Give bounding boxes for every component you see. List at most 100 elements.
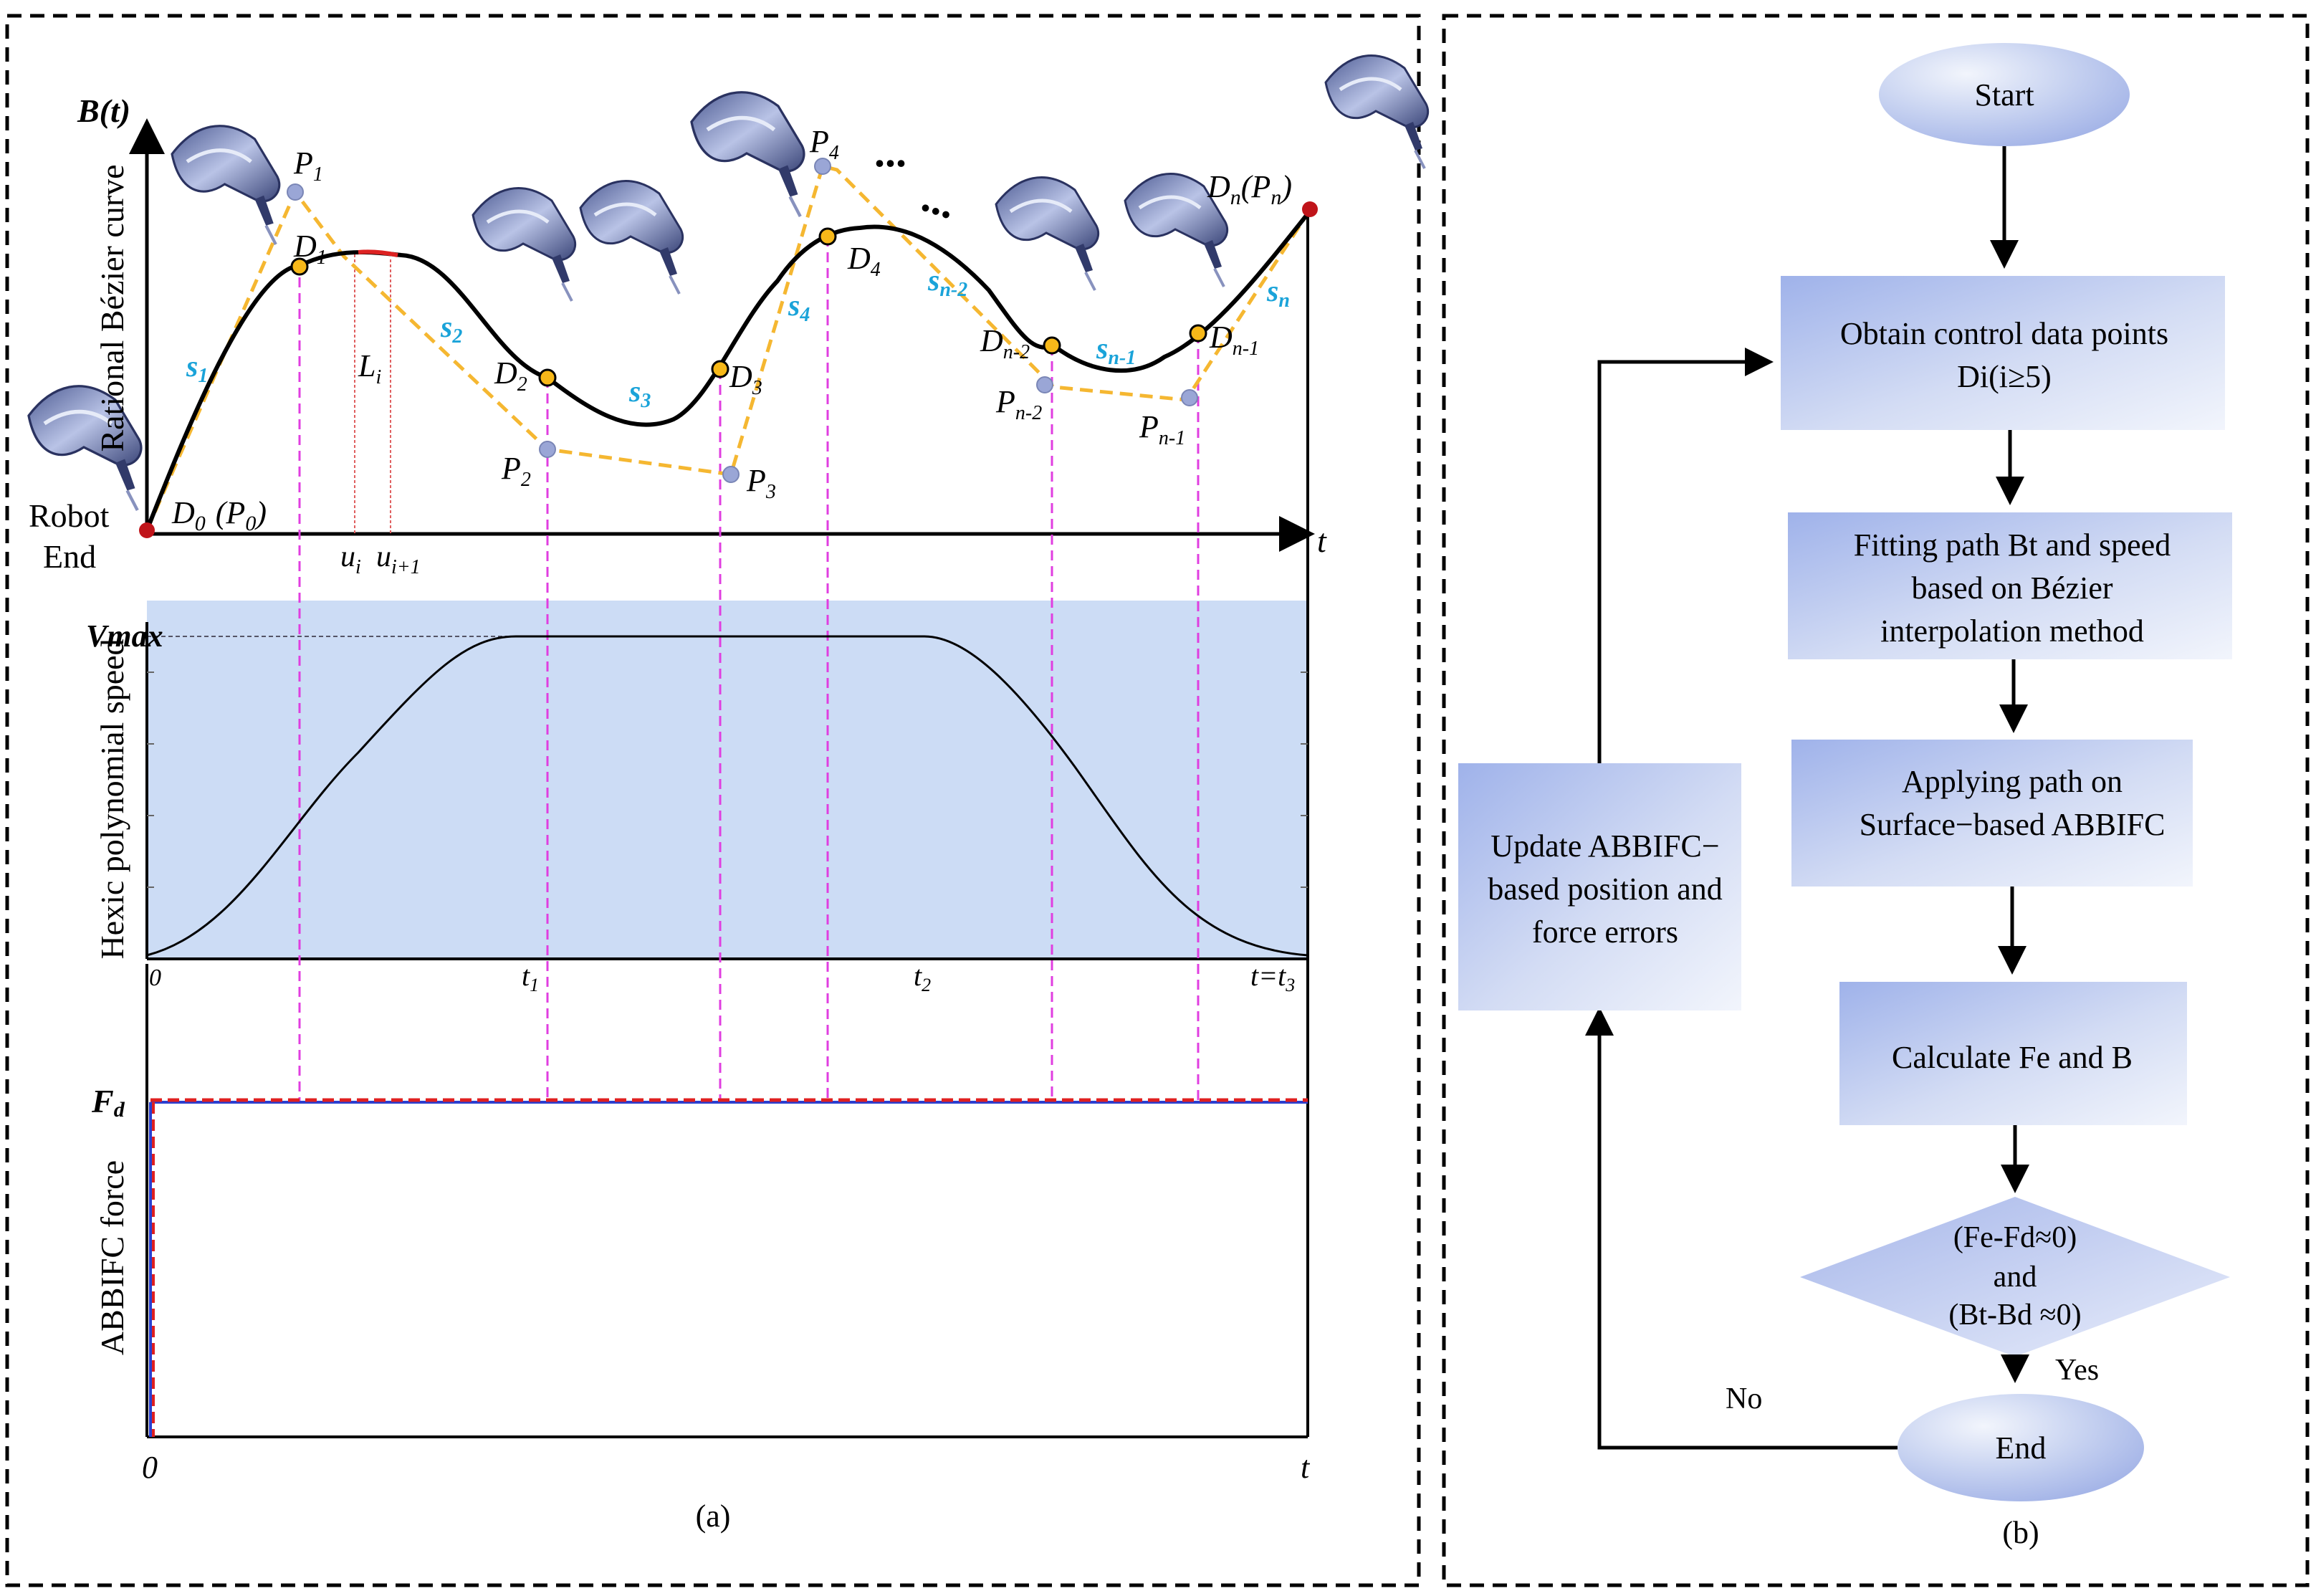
step1-box [1781, 276, 2225, 430]
label-pn-2: Pn-2 [995, 384, 1042, 424]
robot-arm-image [580, 181, 683, 294]
update-box [1458, 763, 1741, 1010]
step2-label-2: based on Bézier [1912, 570, 2113, 606]
control-point-pn-1 [1181, 389, 1198, 406]
label-p3: P3 [746, 463, 776, 503]
label-sn: sn [1266, 275, 1290, 312]
speed-profile-curve [146, 635, 1308, 957]
control-point-p1 [287, 183, 304, 201]
control-point-labels: P1 P2 P3 P4 Pn-2 Pn-1 [293, 124, 1185, 503]
no-label: No [1726, 1382, 1762, 1415]
label-p1: P1 [293, 145, 323, 186]
data-point-d2 [538, 368, 557, 387]
data-point-markers [290, 227, 1207, 387]
step1-label-2: Di(i≥5) [1957, 359, 2052, 394]
ui1-label: ui+1 [376, 540, 421, 578]
decision-diamond [1800, 1197, 2230, 1357]
step4-label: Calculate Fe and B [1892, 1040, 2133, 1075]
update-label: Update ABBIFC− [1490, 828, 1719, 864]
step3-label-2: Surface−based ABBIFC [1860, 807, 2166, 842]
step2-label-3: interpolation method [1880, 613, 2144, 649]
data-point-d1 [290, 257, 309, 276]
fd-label: Fd [91, 1083, 125, 1122]
end-node [1898, 1394, 2144, 1501]
speed-y-ticks [147, 672, 1308, 888]
speed-tick-0: 0 [149, 965, 161, 991]
label-d4: D4 [847, 241, 881, 281]
abbifc-force-label: ABBIFC force [94, 1160, 130, 1355]
top-x-axis-label: t [1317, 522, 1327, 559]
vmax-label: Vmax [86, 618, 163, 654]
start-node [1879, 43, 2130, 146]
step1-label: Obtain control data points [1840, 316, 2168, 351]
li-label: Li [358, 348, 381, 388]
guide-lines [298, 236, 1200, 1104]
endpoint-dn [1302, 201, 1318, 217]
label-s3: s3 [628, 376, 651, 412]
rational-bezier-label: Rational Bézier curve [94, 164, 130, 451]
decision-label-2: and [1994, 1261, 2037, 1294]
step2-label: Fitting path Bt and speed [1854, 527, 2171, 563]
speed-tick-t2: t2 [914, 960, 931, 995]
label-dn-2: Dn-2 [980, 323, 1030, 363]
d0-label: D0(P0) [171, 495, 267, 535]
control-point-p2 [539, 441, 556, 458]
loop-from-end [1585, 1007, 1898, 1450]
data-point-d3 [711, 360, 729, 378]
data-point-labels: D1 D2 D3 D4 Dn-2 Dn-1 [293, 229, 1259, 399]
control-point-pn-2 [1036, 376, 1053, 393]
robot-arm-image [172, 126, 279, 244]
label-s4: s4 [788, 290, 810, 326]
decision-label-3: (Bt-Bd ≈0) [1948, 1299, 2081, 1332]
data-point-d4 [818, 227, 837, 246]
step4-box [1839, 982, 2187, 1125]
end-label: End [1996, 1430, 2047, 1466]
ellipsis-1: ... [874, 128, 906, 176]
control-point-p3 [722, 466, 740, 483]
li-lines [354, 254, 391, 534]
robot-arm-image [692, 92, 804, 216]
robot-end-label: Robot [29, 497, 110, 534]
step3-box [1791, 740, 2193, 887]
step3-label: Applying path on [1902, 764, 2123, 799]
force-x-label: t [1301, 1450, 1311, 1485]
label-p2: P2 [501, 451, 531, 491]
speed-tick-t1: t1 [522, 960, 539, 995]
loop-to-step1 [1597, 348, 1774, 763]
control-polygon [145, 163, 1313, 532]
label-pn-1: Pn-1 [1139, 409, 1185, 449]
endpoint-d0 [139, 522, 155, 538]
ellipsis-2: ... [917, 173, 962, 228]
step2-box [1788, 512, 2232, 659]
data-point-dn-2 [1043, 336, 1061, 355]
hexic-speed-label: Hexic polynomial speed [94, 639, 130, 959]
decision-label: (Fe-Fd≈0) [1953, 1221, 2077, 1254]
control-point-p4 [814, 158, 831, 175]
robot-arm-image [473, 188, 575, 301]
b-t-axis-title: B(t) [77, 92, 130, 129]
dn-label: Dn(Pn) [1207, 169, 1292, 209]
ui-label: ui [340, 540, 361, 578]
start-label: Start [1974, 77, 2034, 113]
label-s1: s1 [186, 350, 208, 387]
speed-shaded-area [147, 601, 1308, 959]
label-d3: D3 [729, 359, 762, 399]
robot-arm-image [996, 178, 1099, 290]
label-sn-1: sn-1 [1096, 333, 1136, 369]
label-sn-2: sn-2 [927, 264, 967, 301]
panel-a-caption: (a) [696, 1499, 731, 1534]
yes-label: Yes [2055, 1354, 2099, 1387]
control-point-markers [287, 158, 1198, 483]
bezier-curve [145, 208, 1313, 532]
label-d1: D1 [293, 229, 327, 269]
label-d2: D2 [494, 355, 527, 396]
data-point-dn-1 [1189, 324, 1207, 343]
label-dn-1: Dn-1 [1209, 320, 1259, 360]
panel-b-caption: (b) [2002, 1515, 2039, 1550]
update-label-2: based position and [1488, 871, 1723, 907]
update-label-3: force errors [1532, 914, 1678, 950]
robot-end-label-2: End [43, 538, 96, 575]
label-p4: P4 [809, 124, 839, 164]
label-s2: s2 [440, 311, 462, 348]
